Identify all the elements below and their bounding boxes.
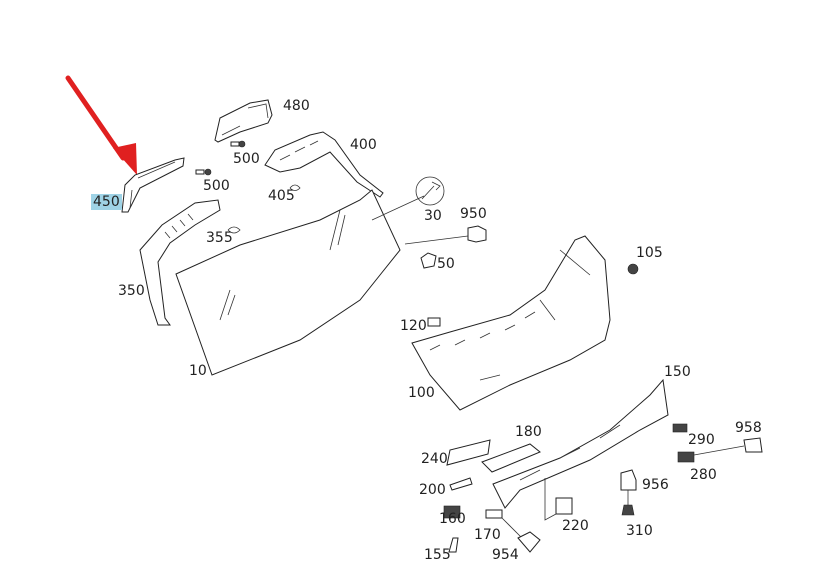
label-355: 355 — [206, 230, 233, 246]
label-405: 405 — [268, 188, 295, 204]
part-160-shape — [443, 505, 461, 519]
leader-950 — [404, 235, 469, 245]
label-155: 155 — [424, 547, 451, 563]
part-220-shape — [555, 497, 573, 515]
part-155-shape — [448, 537, 459, 553]
connector-950-shape — [467, 225, 487, 243]
clip-355-shape — [227, 226, 241, 234]
label-200: 200 — [419, 482, 446, 498]
label-220: 220 — [562, 518, 589, 534]
part-100-panel-shape — [411, 235, 611, 411]
label-480: 480 — [283, 98, 310, 114]
leader-220 — [544, 478, 557, 521]
part-450-shape — [121, 157, 185, 213]
wrench-icon — [415, 176, 445, 206]
label-954: 954 — [492, 547, 519, 563]
cube-50-shape — [420, 252, 437, 269]
label-120: 120 — [400, 318, 427, 334]
clip-405-shape — [289, 184, 301, 191]
part-180-shape — [481, 443, 541, 473]
part-350-shape — [139, 199, 221, 326]
label-50: 50 — [437, 256, 455, 272]
part-280-shape — [677, 451, 695, 463]
label-956: 956 — [642, 477, 669, 493]
label-280: 280 — [690, 467, 717, 483]
part-956-shape — [620, 469, 637, 491]
part-10-window-shape — [175, 189, 401, 376]
label-10: 10 — [189, 363, 207, 379]
label-180: 180 — [515, 424, 542, 440]
part-170-shape — [485, 509, 503, 519]
screw-200-shape — [449, 477, 473, 491]
part-480-shape — [214, 99, 273, 143]
label-100: 100 — [408, 385, 435, 401]
label-240: 240 — [421, 451, 448, 467]
label-950: 950 — [460, 206, 487, 222]
clip-105-shape — [627, 263, 639, 275]
label-500-lower: 500 — [203, 178, 230, 194]
label-30: 30 — [424, 208, 442, 224]
connector-958-shape — [743, 437, 763, 453]
connector-954-shape — [517, 531, 541, 553]
label-310: 310 — [626, 523, 653, 539]
bolt-500-shape — [230, 140, 246, 148]
part-150-shape — [492, 378, 669, 509]
label-160: 160 — [439, 511, 466, 527]
label-105: 105 — [636, 245, 663, 261]
leader-30 — [371, 195, 425, 221]
bolt-500-lower-shape — [195, 168, 212, 176]
part-240-shape — [446, 439, 491, 466]
label-350: 350 — [118, 283, 145, 299]
label-170: 170 — [474, 527, 501, 543]
label-958: 958 — [735, 420, 762, 436]
leader-958 — [693, 445, 745, 456]
label-400: 400 — [350, 137, 377, 153]
label-150: 150 — [664, 364, 691, 380]
part-310-shape — [621, 504, 635, 516]
part-290-shape — [672, 423, 688, 433]
part-400-shape — [264, 131, 384, 198]
label-450-highlighted: 450 — [91, 194, 122, 210]
red-arrow-icon — [65, 75, 137, 175]
label-500-upper: 500 — [233, 151, 260, 167]
clip-120-shape — [427, 317, 441, 327]
label-290: 290 — [688, 432, 715, 448]
